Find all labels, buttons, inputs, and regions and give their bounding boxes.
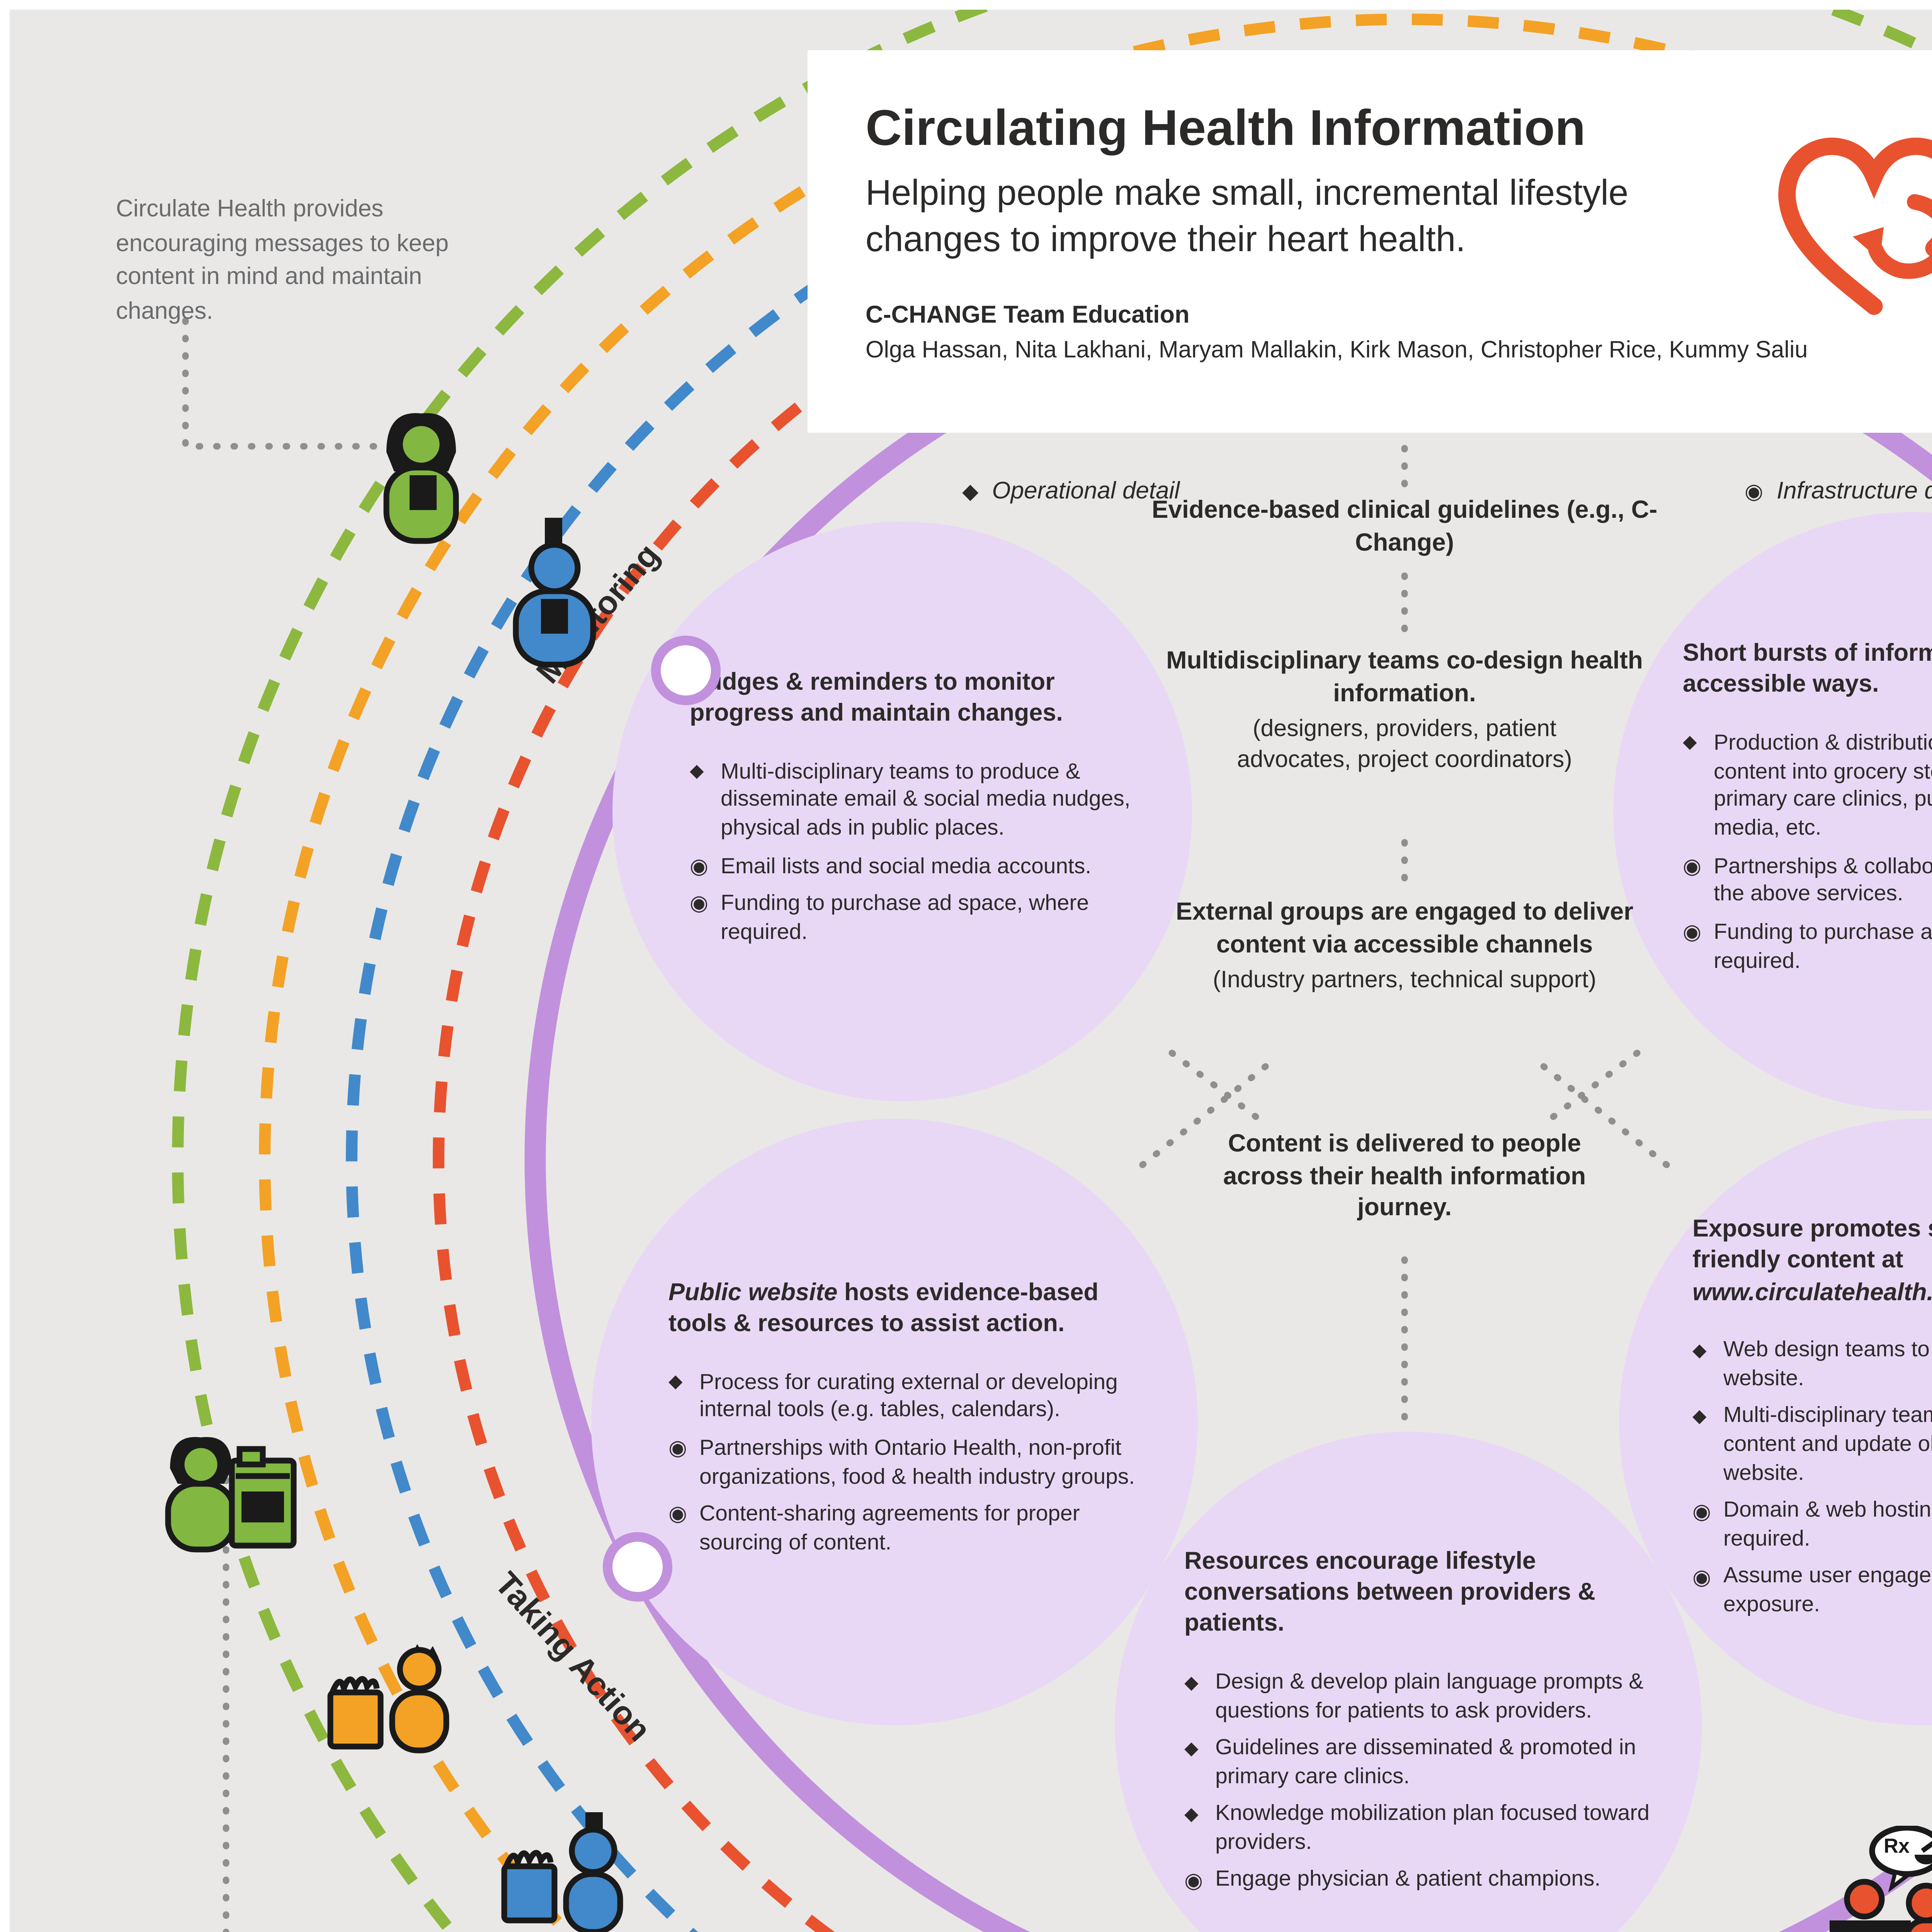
center-block-external-groups: External groups are engaged to deliver c… — [1175, 896, 1634, 994]
stage-circle-consulting: Resources encourage lifestyle conversati… — [1115, 1432, 1702, 1932]
heading-text: Short bursts of information delivered in… — [1683, 639, 1932, 698]
center-block-guidelines: Evidence-based clinical guidelines (e.g.… — [1151, 495, 1658, 556]
stage-detail-list: ◆ Multi-disciplinary teams to produce & d… — [690, 750, 1134, 957]
detail-marker-icon: ◉ — [668, 1504, 687, 1527]
detail-text: Content-sharing agreements for proper so… — [699, 1503, 1080, 1555]
stage-detail-item: ◆ Process for curating external or develo… — [668, 1369, 1144, 1426]
stage-detail-item: ◆ Guidelines are disseminated & promoted … — [1184, 1735, 1652, 1793]
dotted-connectors — [182, 317, 1682, 1932]
detail-text: Engage physician & patient champions. — [1215, 1869, 1601, 1893]
title-card: Circulating Health Information Helping p… — [808, 50, 1932, 433]
heart-arrow-icon — [1778, 138, 1932, 315]
stage-detail-list: ◆ Web design teams to design & deploy a p… — [1692, 1328, 1932, 1630]
detail-marker-icon: ◆ — [1184, 1672, 1199, 1694]
legend-infrastructure: ◉ Infrastructure detail — [1745, 477, 1932, 504]
detail-text: Assume user engagement to explore beyond… — [1723, 1566, 1932, 1618]
stage-detail-item: ◉ Partnerships & collaborative agreements… — [1683, 853, 1932, 910]
heading-text: hosts evidence-based tools & resources t… — [668, 1279, 1099, 1337]
detail-marker-icon: ◆ — [1683, 733, 1697, 754]
detail-marker-icon: ◆ — [1692, 1406, 1707, 1428]
detail-text: Production & distribution plans to deliv… — [1714, 731, 1932, 841]
stage-circle-monitoring: Nudges & reminders to monitor progress a… — [612, 522, 1192, 1101]
detail-marker-icon: ◉ — [1692, 1501, 1711, 1524]
grocery-person-orange-icon — [327, 1644, 449, 1753]
cooking-person-icon — [165, 1437, 297, 1553]
heading-text: Nudges & reminders to monitor progress a… — [690, 668, 1063, 727]
detail-marker-icon: ◉ — [690, 856, 709, 879]
detail-text: Funding to purchase ad space, where requ… — [721, 892, 1089, 944]
stage-detail-item: ◆ Multi-disciplinary teams to produce & d… — [690, 759, 1134, 844]
stage-detail-item: ◆ Knowledge mobilization plan focused tow… — [1184, 1801, 1652, 1859]
detail-marker-icon: ◆ — [690, 761, 704, 783]
detail-text: Partnerships with Ontario Health, non-pr… — [699, 1437, 1135, 1489]
detail-text: Email lists and social media accounts. — [721, 855, 1092, 879]
stage-detail-item: ◉ Domain & web hosting fees and services … — [1692, 1498, 1932, 1555]
heading-em: Public website — [668, 1279, 838, 1306]
detail-text: Multi-disciplinary teams to develop new … — [1723, 1405, 1932, 1486]
legend-label: Operational detail — [992, 477, 1180, 504]
heading-em: www.circulatehealth.ca. — [1692, 1278, 1932, 1305]
detail-text: Guidelines are disseminated & promoted i… — [1215, 1737, 1636, 1789]
legend-label: Infrastructure detail — [1777, 477, 1932, 504]
poster-title: Circulating Health Information — [866, 99, 1586, 156]
team-members: Olga Hassan, Nita Lakhani, Maryam Mallak… — [866, 335, 1808, 363]
detail-text: Funding to purchase ad space, where requ… — [1714, 921, 1932, 973]
infrastructure-marker-icon: ◉ — [1745, 481, 1764, 504]
stage-circle-taking-action: Public website hosts evidence-based tool… — [591, 1119, 1198, 1725]
stage-detail-item: ◆ Multi-disciplinary teams to develop new… — [1692, 1403, 1932, 1489]
pharmacist-counter-red-icon: Rx — [1830, 1826, 1932, 1932]
stage-detail-item: ◉ Engage physician & patient champions. — [1184, 1867, 1652, 1896]
stage-detail-item: ◉ Email lists and social media accounts. — [690, 853, 1134, 882]
detail-text: Design & develop plain language prompts … — [1215, 1671, 1644, 1723]
legend-operational: ◆ Operational detail — [962, 477, 1180, 504]
stage-heading: Exposure promotes seeking public-friendl… — [1692, 1214, 1932, 1308]
note-monitoring: Circulate Health provides encouraging me… — [116, 195, 449, 325]
reminder-person-phone-icon — [513, 518, 596, 668]
detail-text: Domain & web hosting fees and services r… — [1723, 1500, 1932, 1552]
stage-heading: Resources encourage lifestyle conversati… — [1184, 1546, 1652, 1639]
stage-detail-item: ◆ Design & develop plain language prompts… — [1184, 1669, 1652, 1726]
stage-detail-item: ◆ Production & distribution plans to deli… — [1683, 730, 1932, 845]
center-block-delivery: Content is delivered to people across th… — [1223, 1128, 1586, 1222]
detail-marker-icon: ◆ — [1692, 1340, 1707, 1362]
operational-marker-icon: ◆ — [962, 481, 979, 504]
heading-text: Exposure promotes seeking public-friendl… — [1692, 1216, 1932, 1274]
stage-detail-item: ◉ Funding to purchase ad space, where req… — [690, 891, 1134, 948]
detail-marker-icon: ◉ — [668, 1438, 687, 1461]
stage-heading: Public website hosts evidence-based tool… — [668, 1277, 1144, 1339]
detail-marker-icon: ◆ — [1184, 1804, 1199, 1826]
ring-node-taking-action — [603, 1532, 672, 1602]
detail-text: Multi-disciplinary teams to produce & di… — [721, 760, 1131, 841]
detail-marker-icon: ◉ — [690, 893, 709, 917]
detail-marker-icon: ◉ — [1692, 1566, 1711, 1590]
stage-detail-item: ◉ Funding to purchase ad space, where req… — [1683, 919, 1932, 976]
heading-text: Resources encourage lifestyle conversati… — [1184, 1548, 1595, 1638]
stage-detail-list: ◆ Production & distribution plans to deli… — [1683, 721, 1932, 985]
detail-marker-icon: ◆ — [668, 1372, 683, 1393]
grocery-person-blue-icon — [501, 1812, 623, 1932]
detail-marker-icon: ◆ — [1184, 1738, 1199, 1760]
detail-text: Partnerships & collaborative agreements … — [1714, 855, 1932, 907]
detail-text: Process for curating external or develop… — [699, 1371, 1118, 1423]
detail-marker-icon: ◉ — [1683, 922, 1702, 946]
detail-marker-icon: ◉ — [1683, 856, 1702, 879]
detail-text: Web design teams to design & deploy a pu… — [1723, 1339, 1932, 1391]
stage-heading: Nudges & reminders to monitor progress a… — [690, 667, 1134, 729]
ring-node-monitoring — [651, 636, 721, 705]
stage-detail-list: ◆ Process for curating external or develo… — [668, 1361, 1144, 1567]
stage-detail-item: ◉ Assume user engagement to explore beyon… — [1692, 1564, 1932, 1621]
stage-detail-item: ◉ Partnerships with Ontario Health, non-p… — [668, 1435, 1144, 1492]
team-label: C-CHANGE Team Education — [866, 301, 1190, 328]
svg-text:Rx: Rx — [1884, 1835, 1910, 1857]
stage-detail-item: ◆ Web design teams to design & deploy a p… — [1692, 1337, 1932, 1395]
poster-subtitle: Helping people make small, incremental l… — [866, 171, 1629, 259]
detail-marker-icon: ◉ — [1184, 1870, 1203, 1893]
detail-text: Knowledge mobilization plan focused towa… — [1215, 1803, 1650, 1855]
reminder-woman-icon — [383, 413, 459, 544]
stage-heading: Short bursts of information delivered in… — [1683, 638, 1932, 700]
stage-detail-item: ◉ Content-sharing agreements for proper s… — [668, 1501, 1144, 1558]
center-block-codesign: Multidisciplinary teams co-design health… — [1166, 645, 1643, 773]
stage-detail-list: ◆ Design & develop plain language prompts… — [1184, 1661, 1652, 1905]
